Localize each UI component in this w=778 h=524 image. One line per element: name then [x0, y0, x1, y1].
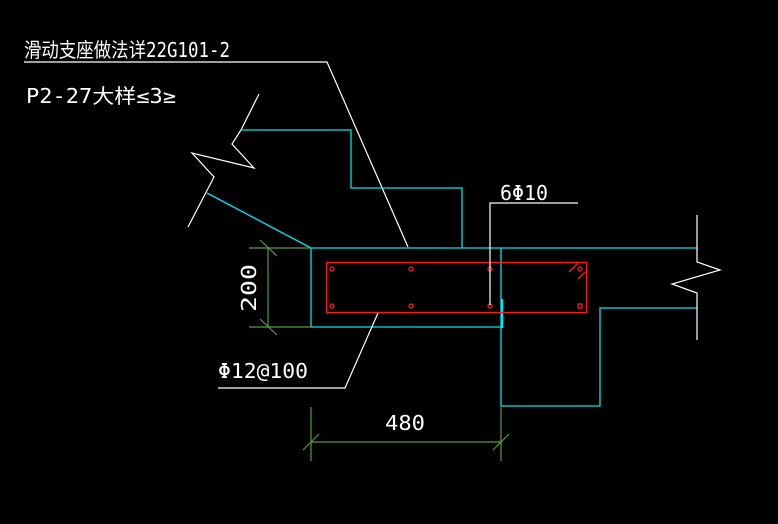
dim-width-label: 480 [385, 411, 425, 435]
subtitle-label: P2-27大样≤3≥ [26, 84, 176, 108]
title-label: 滑动支座做法详22G101-2 [24, 38, 230, 62]
rebar-cage [325, 261, 588, 314]
break-line-right [670, 215, 722, 340]
rebar-leader-line [489, 202, 578, 305]
dimension-height [249, 239, 311, 336]
title-leader-line [24, 61, 409, 248]
dim-height-label: 200 [237, 264, 261, 312]
stirrup-label: Φ12@100 [218, 359, 308, 383]
rebar-top-label: 6Φ10 [500, 181, 548, 205]
dimension-width [302, 407, 510, 461]
break-line-left [187, 93, 260, 228]
stirrup-leader-line [218, 312, 379, 389]
